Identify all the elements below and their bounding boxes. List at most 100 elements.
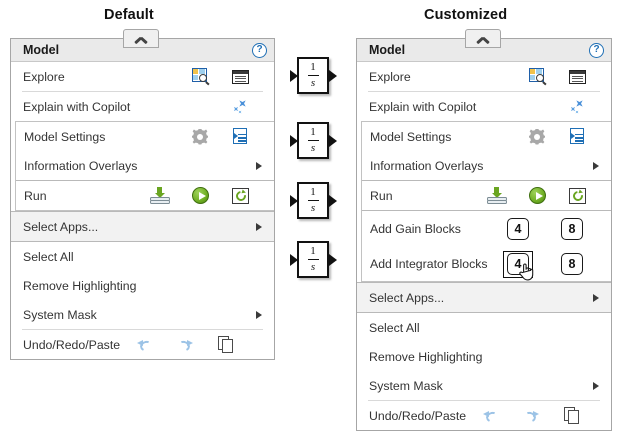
menu-item-model-settings[interactable]: Model Settings [362,122,611,151]
divider [22,91,263,92]
menu-item-explain-with-copilot[interactable]: Explain with Copilot [357,92,611,121]
run-play-icon[interactable] [525,185,549,207]
divider [11,241,274,242]
model-properties-doc-icon[interactable] [228,126,252,148]
paste-icon[interactable] [560,405,584,427]
menu-item-label: Select Apps... [23,219,99,234]
copilot-sparkle-icon[interactable] [228,96,252,118]
menu-item-label: Model Settings [24,129,106,144]
divider [16,180,274,181]
undo-icon[interactable] [134,334,158,356]
menu-item-label: Model Settings [370,129,452,144]
menu-item-information-overlays[interactable]: Information Overlays [16,151,274,180]
menu-item-label: Add Integrator Blocks [370,256,488,271]
gear-icon[interactable] [525,126,549,148]
input-port-icon [290,69,298,82]
integrator-block[interactable]: 1 s [290,241,337,278]
undo-icon[interactable] [480,405,504,427]
num-button-label: 8 [561,217,583,240]
help-question-icon[interactable]: ? [252,42,267,58]
fraction-bar [307,258,319,261]
menu-header-label: Model [369,43,406,57]
menu-item-model-settings[interactable]: Model Settings [16,122,274,151]
menu-item-explore[interactable]: Explore [357,62,611,91]
integrator-numerator: 1 [310,126,316,139]
divider [368,400,600,401]
menu-item-explore[interactable]: Explore [11,62,274,91]
explore-picture-magnifier-icon[interactable] [525,66,549,88]
submenu-arrow-icon [256,310,262,319]
add-integrator-blocks-8-button[interactable]: 8 [555,249,589,279]
input-port-icon [290,194,298,207]
divider [368,91,600,92]
menu-item-label: Explore [23,69,65,84]
model-properties-doc-icon[interactable] [565,126,589,148]
menu-item-label: Select All [369,320,420,335]
redo-icon[interactable] [172,334,196,356]
add-integrator-blocks-4-button[interactable]: 4 [501,249,535,280]
integrator-numerator: 1 [310,186,316,199]
gear-icon[interactable] [188,126,212,148]
model-data-table-icon[interactable] [228,66,252,88]
run-play-icon[interactable] [188,185,212,207]
integrator-denominator: s [310,201,316,214]
fraction-bar [307,199,319,202]
menu-item-undo-redo-paste[interactable]: Undo/Redo/Paste [357,401,611,430]
collapse-menu-tab[interactable] [123,29,159,48]
menu-item-select-all[interactable]: Select All [357,313,611,342]
menu-item-run[interactable]: Run [362,181,611,210]
redo-icon[interactable] [518,405,542,427]
menu-item-add-integrator-blocks[interactable]: Add Integrator Blocks 4 8 [362,246,611,281]
integrator-numerator: 1 [310,61,316,74]
collapse-menu-tab[interactable] [465,29,501,48]
menu-item-run[interactable]: Run [16,181,274,210]
menu-item-label: Run [370,188,393,203]
paste-icon[interactable] [214,334,238,356]
menu-item-select-apps[interactable]: Select Apps... [11,212,274,241]
integrator-block[interactable]: 1 s [290,122,337,159]
menu-item-add-gain-blocks[interactable]: Add Gain Blocks 4 8 [362,211,611,246]
model-settings-group: Model Settings Information Overlays Run [15,121,274,211]
menu-header: Model ? [11,39,274,62]
divider [357,312,611,313]
help-question-icon[interactable]: ? [589,42,604,58]
menu-item-remove-highlighting[interactable]: Remove Highlighting [357,342,611,371]
page-title-default: Default [104,7,154,23]
menu-item-undo-redo-paste[interactable]: Undo/Redo/Paste [11,330,274,359]
menu-item-remove-highlighting[interactable]: Remove Highlighting [11,271,274,300]
menu-item-select-apps[interactable]: Select Apps... [357,283,611,312]
fraction-bar [307,139,319,142]
menu-item-label: Add Gain Blocks [370,221,461,236]
explore-picture-magnifier-icon[interactable] [188,66,212,88]
menu-header: Model ? [357,39,611,62]
submenu-arrow-icon [256,222,262,231]
menu-item-label: Explore [369,69,411,84]
update-diagram-stack-icon[interactable] [148,185,172,207]
submenu-arrow-icon [593,293,599,302]
input-port-icon [290,253,298,266]
menu-item-explain-with-copilot[interactable]: Explain with Copilot [11,92,274,121]
integrator-block[interactable]: 1 s [290,182,337,219]
refresh-icon[interactable] [228,185,252,207]
update-diagram-stack-icon[interactable] [485,185,509,207]
menu-item-select-all[interactable]: Select All [11,242,274,271]
submenu-arrow-icon [593,381,599,390]
menu-item-system-mask[interactable]: System Mask [357,371,611,400]
model-settings-group: Model Settings Information Overlays Run [361,121,611,282]
menu-item-system-mask[interactable]: System Mask [11,300,274,329]
divider [11,211,274,212]
output-port-icon [329,134,337,147]
add-gain-blocks-8-button[interactable]: 8 [555,214,589,244]
integrator-block[interactable]: 1 s [290,57,337,94]
add-gain-blocks-4-button[interactable]: 4 [501,214,535,244]
fraction-bar [307,74,319,77]
submenu-arrow-icon [593,161,599,170]
num-button-label: 4 [507,252,529,275]
copilot-sparkle-icon[interactable] [565,96,589,118]
model-data-table-icon[interactable] [565,66,589,88]
refresh-icon[interactable] [565,185,589,207]
menu-item-label: Select All [23,249,74,264]
menu-item-label: Run [24,188,47,203]
menu-item-label: Explain with Copilot [369,99,477,114]
menu-item-information-overlays[interactable]: Information Overlays [362,151,611,180]
